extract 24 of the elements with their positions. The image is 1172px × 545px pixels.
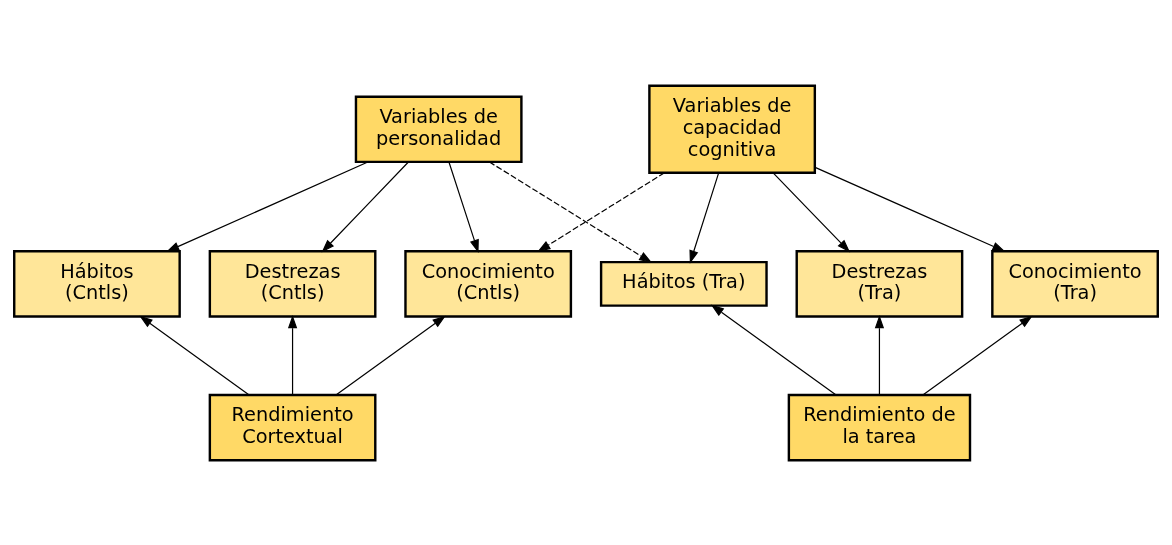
node-box: Hábitos (Tra): [599, 260, 768, 307]
arrow: [814, 166, 1006, 252]
arrow: [710, 304, 837, 395]
arrow: [537, 171, 665, 252]
arrow: [922, 315, 1033, 395]
arrow: [335, 315, 446, 395]
arrow: [448, 160, 479, 253]
arrow: [488, 160, 653, 263]
node-box: Variables de personalidad: [354, 95, 523, 163]
arrow: [287, 314, 298, 395]
node-box: Destrezas (Cntls): [208, 249, 377, 318]
node-box: Rendimiento de la tarea: [787, 393, 972, 461]
arrow: [689, 171, 720, 264]
node-box: Hábitos (Cntls): [13, 249, 181, 318]
arrow: [772, 171, 851, 252]
arrow: [166, 160, 369, 252]
node-box: Conocimiento (Tra): [991, 249, 1159, 318]
node-box: Destrezas (Tra): [795, 249, 964, 318]
arrow: [321, 160, 409, 252]
node-box: Variables de capacidad cognitiva: [648, 84, 817, 174]
arrow: [139, 315, 250, 395]
node-box: Conocimiento (Cntls): [404, 249, 573, 318]
arrow: [874, 314, 885, 395]
node-box: Rendimiento Cortextual: [208, 393, 377, 461]
